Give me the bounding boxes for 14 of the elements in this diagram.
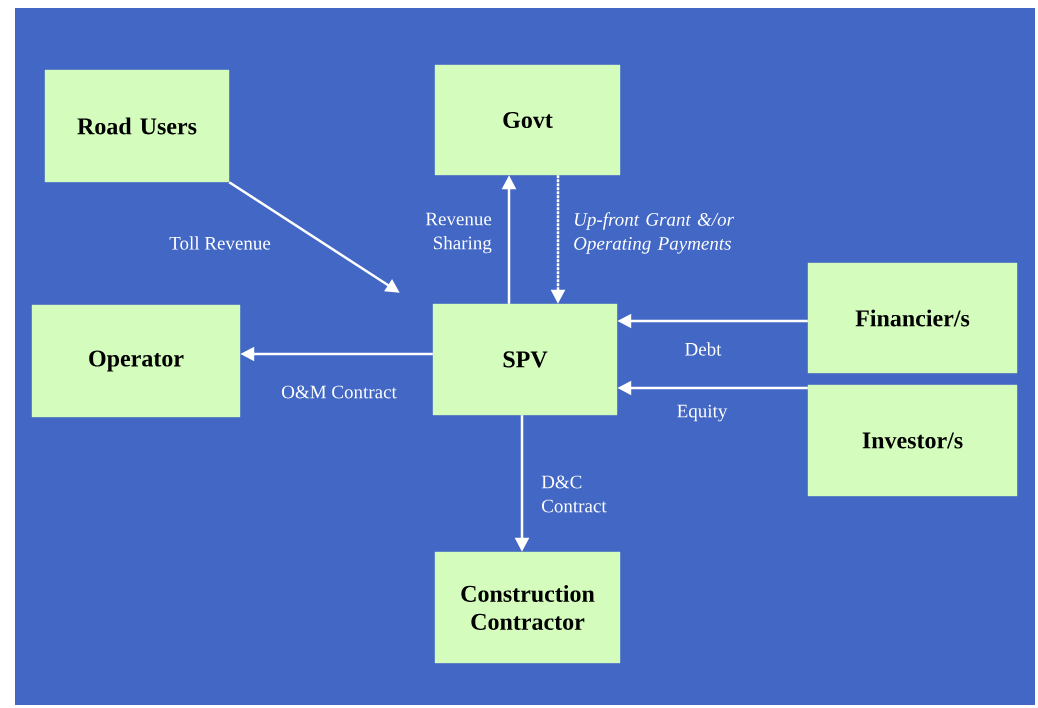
process-box: Investor/s bbox=[807, 384, 1018, 497]
process-box: Govt bbox=[434, 64, 621, 176]
process-box: Road Users bbox=[44, 69, 230, 183]
process-box: Financier/s bbox=[807, 262, 1018, 374]
process-box: Construction Contractor bbox=[434, 551, 621, 664]
process-box: Operator bbox=[31, 304, 241, 418]
process-box: SPV bbox=[432, 303, 618, 416]
edge-label: O&M Contract bbox=[282, 385, 397, 399]
edge-label: D&C Contract bbox=[541, 475, 607, 513]
edge-label: Revenue Sharing bbox=[425, 212, 492, 254]
edge-label: Toll Revenue bbox=[169, 236, 271, 250]
edge-label: Equity bbox=[677, 404, 728, 422]
edge-label: Up-front Grant &/or Operating Payments bbox=[574, 212, 735, 254]
edge-label: Debt bbox=[685, 342, 722, 356]
